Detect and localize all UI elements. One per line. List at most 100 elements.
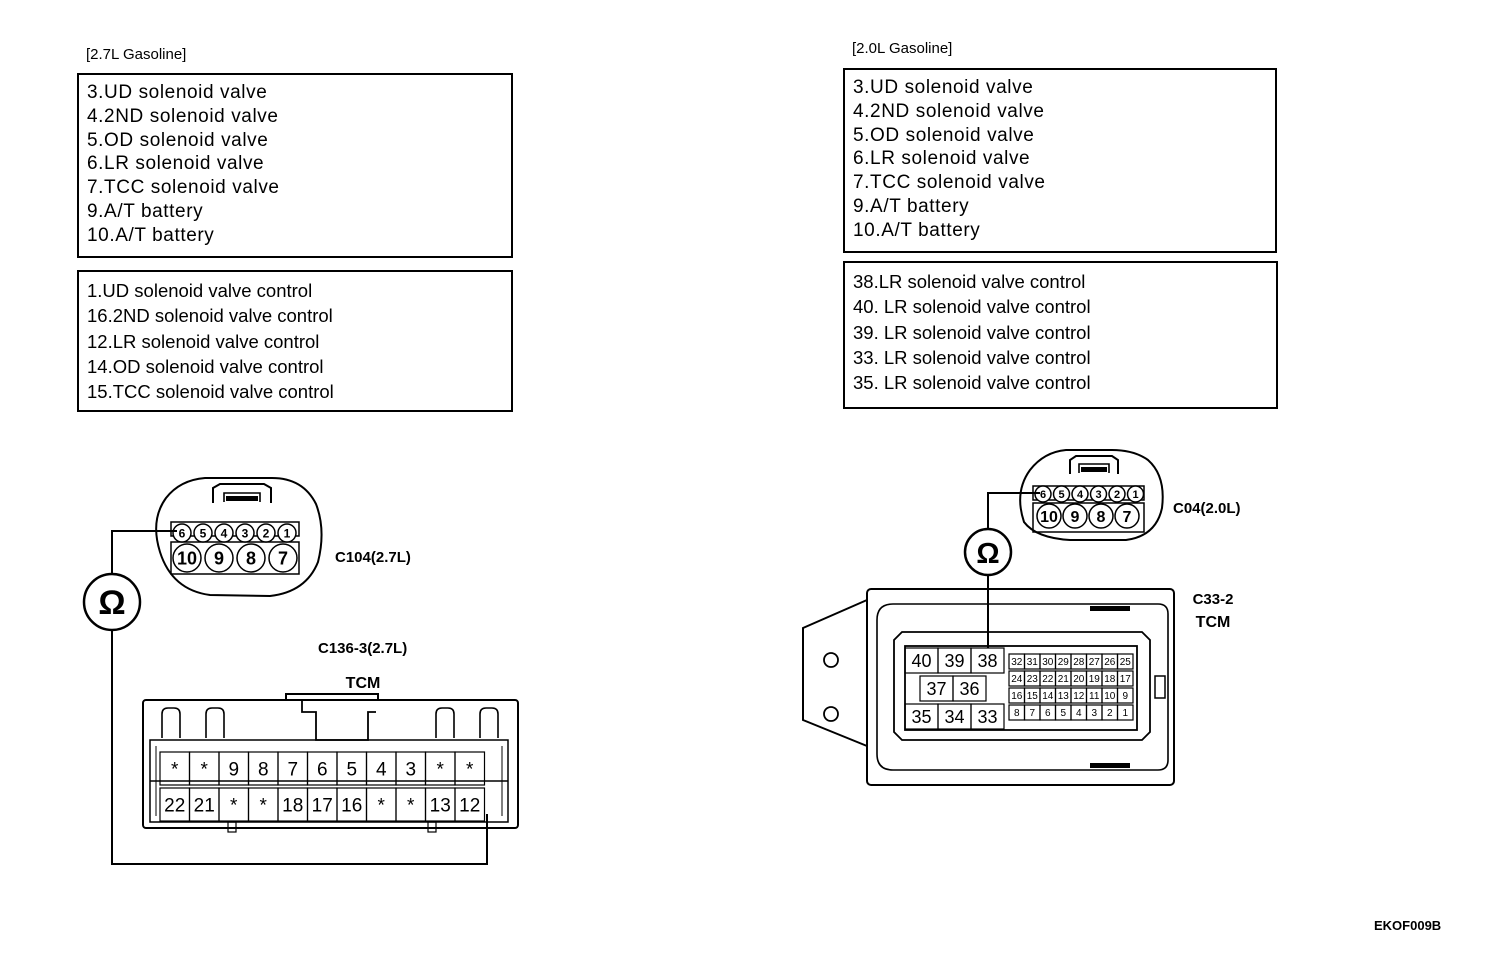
tcm-pin-label: 24 <box>1011 674 1023 685</box>
list-item: 35. LR solenoid valve control <box>853 372 1091 394</box>
tcm-pin-label: 3 <box>1091 708 1097 719</box>
wire <box>111 530 177 578</box>
tcm-pin-label: 6 <box>317 759 328 780</box>
list-item: 1.UD solenoid valve control <box>87 280 313 301</box>
list-item: 38.LR solenoid valve control <box>853 271 1086 292</box>
tcm-pin-label: 28 <box>1073 657 1085 668</box>
tcm-pin-cell <box>1116 704 1134 721</box>
tcm-pin-label: 4 <box>376 759 387 780</box>
ohmmeter-icon <box>963 527 1013 577</box>
tcm-pin-cell <box>970 703 1005 730</box>
list-item: 4.2ND solenoid valve <box>87 105 279 127</box>
pin-circle <box>235 523 255 543</box>
left-header: [2.7L Gasoline] <box>86 46 187 63</box>
tcm-pin-label: 4 <box>1076 708 1082 719</box>
list-item: 40. LR solenoid valve control <box>853 296 1091 318</box>
tcm-pin-label: 12 <box>1073 691 1085 702</box>
wire <box>987 492 1040 530</box>
list-item: 7.TCC solenoid valve <box>853 172 1046 194</box>
list-item: 14.OD solenoid valve control <box>87 355 324 377</box>
c104-label: C104(2.7L) <box>335 549 411 566</box>
tcm-pin-label: 33 <box>977 707 997 727</box>
tcm-pin-label: 2 <box>1107 708 1113 719</box>
pin-circle <box>1071 485 1089 503</box>
tcm-pin-label: 10 <box>1104 691 1116 702</box>
pin-circle <box>1089 485 1108 503</box>
tcm-pin-label: 36 <box>959 679 979 699</box>
list-item: 9.A/T battery <box>853 195 970 217</box>
tcm-pin-label: 11 <box>1089 691 1100 702</box>
pin-circle <box>1126 485 1145 503</box>
tcm-pin-label: 7 <box>1029 708 1035 719</box>
tcm-pin-cell <box>454 787 486 822</box>
pin-label: 7 <box>1123 509 1132 526</box>
left-control-list: 1.UD solenoid valve control 16.2ND solen… <box>77 270 513 412</box>
pin-label: 7 <box>278 548 288 568</box>
c33-label: C33-2 <box>1193 591 1234 608</box>
list-item: 3.UD solenoid valve <box>87 82 268 103</box>
list-item: 12.LR solenoid valve control <box>87 330 320 352</box>
ohm-symbol: Ω <box>98 584 125 622</box>
right-tcm-name: TCM <box>1196 614 1231 631</box>
tcm-pin-label: 22 <box>1042 674 1054 685</box>
tcm-pin-label: 23 <box>1027 674 1039 685</box>
tcm-pin-cell <box>952 675 987 702</box>
tcm-pin-label: 21 <box>1058 674 1070 685</box>
tcm-pin-label: 6 <box>1045 708 1051 719</box>
pin-label: 10 <box>1040 509 1058 526</box>
tcm-pin-label: 38 <box>977 651 997 671</box>
pin-label: 5 <box>200 526 207 540</box>
tcm-pin-cell <box>1116 687 1134 704</box>
pin-circle <box>1052 485 1071 503</box>
right-header: [2.0L Gasoline] <box>852 40 953 57</box>
ohm-symbol: Ω <box>976 538 999 570</box>
tcm-pin-label: 17 <box>1120 674 1132 685</box>
tcm-pin-cell <box>454 751 486 786</box>
pin-circle <box>277 523 297 543</box>
pin-label: 3 <box>1095 489 1101 501</box>
tcm-pin-label: 32 <box>1011 657 1023 668</box>
list-item: 7.TCC solenoid valve <box>87 177 280 199</box>
wire <box>111 630 488 865</box>
tcm-pin-label: 1 <box>1122 708 1128 719</box>
pin-circle <box>1108 485 1126 503</box>
pin-label: 2 <box>263 526 270 540</box>
tcm-pin-label: * <box>230 795 238 816</box>
list-item: 15.TCC solenoid valve control <box>87 381 334 403</box>
tcm-pin-label: 16 <box>1011 691 1023 702</box>
list-item: 9.A/T battery <box>87 200 204 222</box>
pin-label: 2 <box>1114 489 1120 501</box>
tcm-pin-cell <box>970 647 1005 674</box>
pin-label: 1 <box>284 526 291 540</box>
tcm-pin-label: 19 <box>1089 674 1101 685</box>
tcm-pin-label: 18 <box>1104 674 1116 685</box>
pin-circle <box>204 543 234 573</box>
tcm-pin-label: * <box>378 795 386 816</box>
list-item: 10.A/T battery <box>87 224 215 246</box>
tcm-pin-label: 18 <box>282 795 303 816</box>
tcm-pin-label: 35 <box>911 707 931 727</box>
c136-label: C136-3(2.7L) <box>318 640 407 657</box>
left-tcm-name: TCM <box>346 675 381 692</box>
tcm-pin-label: 25 <box>1120 657 1132 668</box>
list-item: 6.LR solenoid valve <box>87 153 265 175</box>
tcm-pin-label: 27 <box>1089 657 1101 668</box>
tcm-pin-label: * <box>171 759 179 780</box>
pin-circle <box>256 523 276 543</box>
tcm-pin-label: 26 <box>1104 657 1116 668</box>
pin-label: 6 <box>179 526 186 540</box>
tcm-pin-label: 21 <box>194 795 215 816</box>
tcm-pin-label: 39 <box>944 651 964 671</box>
tcm-pin-label: 9 <box>1122 691 1128 702</box>
pin-label: 5 <box>1058 489 1064 501</box>
tcm-pin-label: 14 <box>1042 691 1054 702</box>
tcm-pin-label: 5 <box>346 759 357 780</box>
pin-circle <box>236 543 266 573</box>
tcm-pin-label: 31 <box>1027 657 1039 668</box>
list-item: 5.OD solenoid valve <box>87 129 269 151</box>
tcm-pin-label: 20 <box>1073 674 1085 685</box>
tcm-pin-label: 3 <box>405 759 416 780</box>
